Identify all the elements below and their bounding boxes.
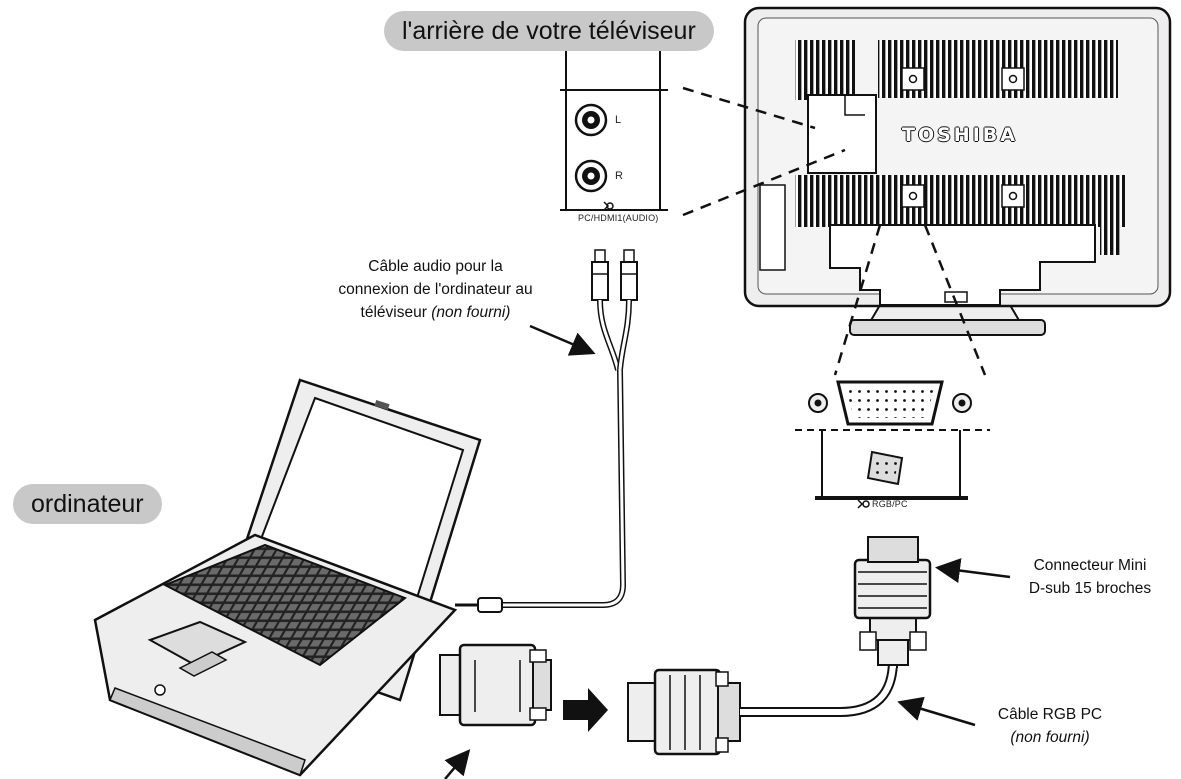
jack-label-left: L (615, 114, 622, 126)
audio-cable-label-line1: Câble audio pour la (368, 258, 503, 275)
laptop (93, 378, 482, 777)
direction-arrow (563, 688, 608, 732)
computer-title: ordinateur (13, 484, 162, 524)
tv-back (743, 6, 1172, 336)
toshiba-logo: TOSHIBA (902, 124, 1018, 146)
audio-cable (455, 249, 638, 613)
audio-cable-label: Câble audio pour la connexion de l'ordin… (298, 255, 573, 324)
rgb-panel-label: RGB/PC (872, 499, 908, 509)
tv-back-title: l'arrière de votre téléviseur (384, 11, 714, 51)
callout-arrows (444, 324, 1011, 779)
mini-dsub-label-line2: D-sub 15 broches (1028, 580, 1152, 597)
mini-dsub-connector (853, 536, 932, 666)
audio-panel-label: PC/HDMI1(AUDIO) (578, 213, 659, 223)
vga-port-panel (795, 380, 990, 509)
audio-cable-label-tv: téléviseur (360, 304, 427, 321)
rgb-cable-label-note: (non fourni) (1010, 729, 1090, 746)
audio-cable-label-line2: connexion de l'ordinateur au (338, 281, 533, 298)
audio-jack-panel (560, 30, 668, 211)
audio-cable-label-line3: téléviseur (non fourni) (298, 301, 573, 324)
audio-cable-label-note: (non fourni) (431, 304, 511, 321)
vga-plug (627, 668, 741, 756)
zoom-lines (682, 86, 987, 376)
jack-label-right: R (615, 170, 624, 182)
mini-dsub-label-line1: Connecteur Mini (1033, 557, 1147, 574)
rgb-cable-label: Câble RGB PC (non fourni) (975, 703, 1125, 749)
rgb-cable (740, 659, 898, 717)
rgb-cable-label-line1: Câble RGB PC (997, 706, 1103, 723)
mini-dsub-label: Connecteur Mini D-sub 15 broches (1010, 554, 1170, 600)
dvi-adapter (439, 643, 552, 727)
